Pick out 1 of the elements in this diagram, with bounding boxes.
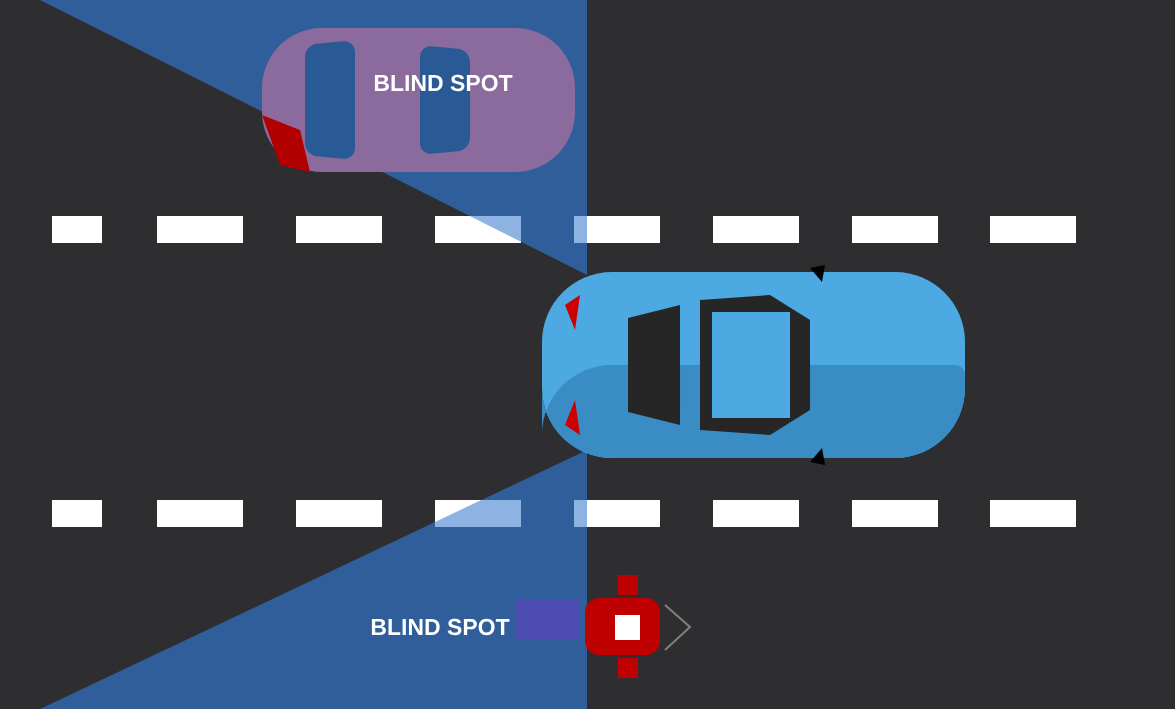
label: BLIND SPOT	[371, 618, 510, 636]
